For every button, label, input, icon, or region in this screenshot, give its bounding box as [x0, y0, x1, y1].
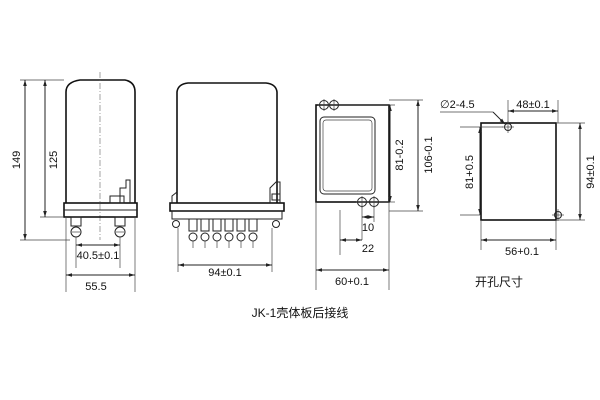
back-dim-pin-pitch: 10 — [362, 222, 374, 234]
side-screw-right — [114, 216, 126, 238]
back-plate — [315, 104, 390, 203]
front-base — [169, 202, 285, 212]
cutout-dim-hole-spacing: 48±0.1 — [516, 99, 550, 111]
cutout-dim-holes: ∅2-4.5 — [440, 99, 475, 111]
back-view: 81-0.2 106-0.1 10 22 60+0.1 — [315, 99, 435, 290]
cutout-dim-width: 56+0.1 — [505, 246, 539, 258]
side-dim-cover-height: 125 — [48, 151, 60, 169]
back-dim-width: 60+0.1 — [335, 276, 369, 288]
cutout-rectangle — [480, 122, 557, 221]
front-terminal-row — [188, 218, 258, 248]
front-dim-terminal-width: 94±0.1 — [208, 267, 242, 279]
front-housing-outline — [176, 82, 278, 203]
side-dim-pin-spacing: 40.5±0.1 — [77, 250, 120, 262]
back-dim-pin-span: 22 — [362, 243, 374, 255]
side-dim-base-width: 55.5 — [85, 281, 106, 293]
front-view: 94±0.1 — [169, 82, 285, 279]
side-screw-left — [70, 216, 82, 238]
cutout-view: ∅2-4.5 48±0.1 81+0.5 94±0.1 56+0.1 开孔尺寸 — [440, 99, 597, 289]
side-housing-outline — [65, 79, 136, 203]
back-dim-mount-height: 81-0.2 — [394, 139, 406, 170]
back-window — [319, 116, 376, 195]
back-dim-total-height: 106-0.1 — [423, 136, 435, 173]
drawing-caption: JK-1壳体板后接线 — [252, 305, 349, 320]
cutout-dim-hole-vertical: 81+0.5 — [464, 155, 476, 189]
side-view: 149 125 40.5±0.1 55.5 — [11, 72, 138, 293]
cutout-title: 开孔尺寸 — [475, 275, 523, 289]
side-dim-total-height: 149 — [11, 151, 23, 169]
cutout-dim-height: 94±0.1 — [585, 155, 597, 189]
